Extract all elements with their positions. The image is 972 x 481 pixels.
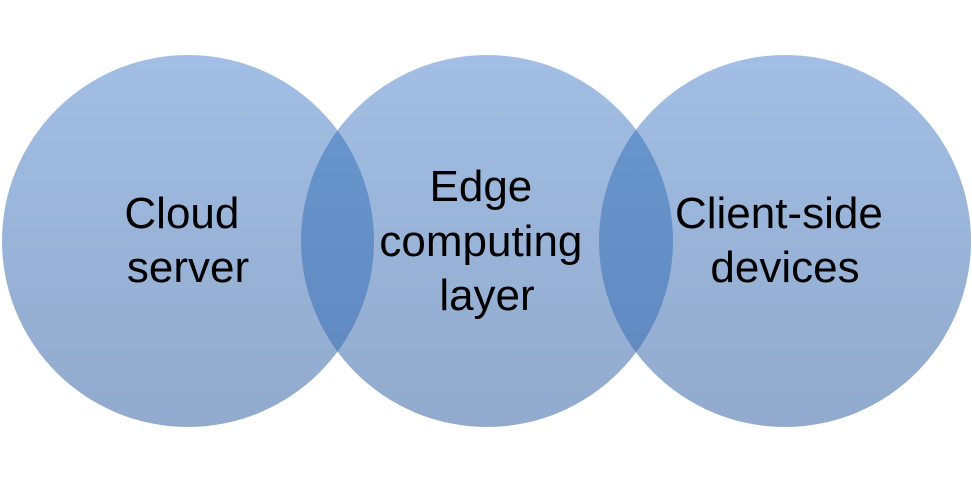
cloud-server-label-line: Cloud	[124, 189, 239, 238]
edge-computing-label-line: Edge	[430, 162, 533, 211]
edge-computing-label: Edge computing layer	[379, 162, 594, 320]
cloud-server-label: Cloud server	[124, 189, 251, 292]
client-devices-label-line: Client-side	[675, 189, 883, 238]
client-devices-label-line: devices	[710, 243, 859, 292]
edge-computing-circle	[301, 55, 673, 427]
edge-computing-label-line: computing	[379, 217, 582, 266]
client-devices-circle	[599, 55, 971, 427]
client-devices-label: Client-side devices	[675, 189, 895, 292]
edge-computing-label-line: layer	[439, 271, 534, 320]
cloud-server-circle	[2, 55, 374, 427]
cloud-server-label-line: server	[127, 243, 249, 292]
